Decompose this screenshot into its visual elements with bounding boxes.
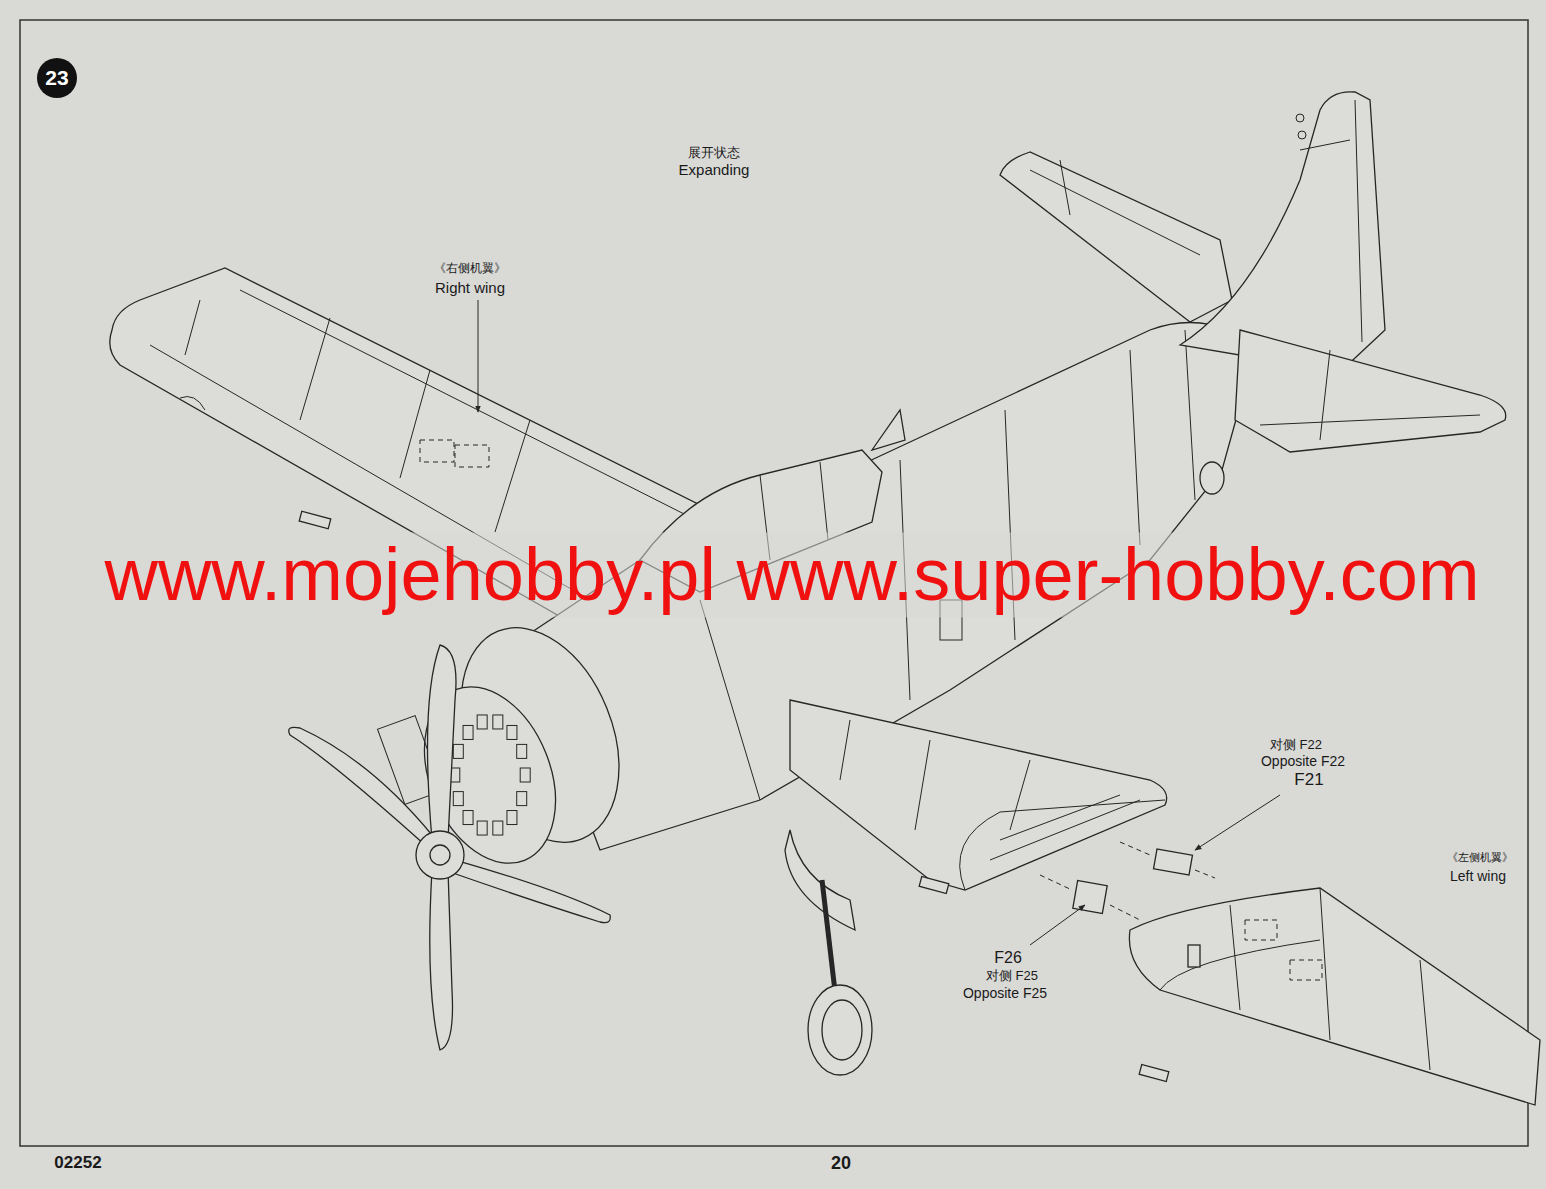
engine-cylinder	[463, 725, 473, 739]
gear-door	[785, 830, 855, 930]
access-panel	[1290, 960, 1322, 980]
part-label: Opposite F25	[963, 985, 1047, 1001]
engine-cylinder	[517, 744, 527, 758]
propeller-hub	[430, 845, 450, 865]
assembly-line	[1040, 842, 1215, 920]
engine-cylinder	[477, 821, 487, 835]
propeller-blade	[289, 727, 432, 845]
part-label: F21	[1294, 770, 1323, 790]
cowl-opening	[400, 667, 580, 883]
engine-cylinder	[517, 792, 527, 806]
step-number-text: 23	[45, 66, 68, 90]
engine-cylinder	[493, 821, 503, 835]
wing-fold-detail	[840, 720, 1165, 890]
part-label: Right wing	[435, 279, 505, 296]
part-label: 《左侧机翼》	[1447, 851, 1513, 864]
part-label: 《右侧机翼》	[434, 262, 506, 276]
main-wheel	[822, 1000, 862, 1060]
gun-barrel	[1139, 1065, 1169, 1082]
fin-light	[1296, 114, 1304, 122]
leader-line	[478, 300, 479, 412]
propeller-blade	[430, 870, 453, 1050]
part-label: F26	[994, 949, 1022, 967]
engine-cylinder	[453, 744, 463, 758]
vertical-fin	[1180, 92, 1385, 372]
wing-stub	[790, 700, 1167, 890]
panel-line	[1160, 888, 1430, 1070]
panel-line	[1260, 350, 1480, 440]
propeller-blade	[428, 645, 457, 840]
gear-strut	[822, 880, 836, 1000]
leader-line	[1030, 905, 1085, 945]
gun-barrel	[299, 511, 331, 528]
step-number: 23	[37, 58, 77, 98]
panel-line	[1030, 160, 1200, 255]
left-wing	[1129, 888, 1540, 1105]
watermark: www.mojehobby.pl www.super-hobby.com	[104, 532, 1479, 617]
part-label: 对侧 F25	[986, 969, 1038, 984]
part-label: Opposite F22	[1261, 753, 1345, 769]
access-panel	[455, 445, 489, 467]
access-panel	[420, 440, 454, 462]
engine-cylinder	[463, 811, 473, 825]
stabilizer	[1000, 152, 1232, 322]
engine-cylinder	[493, 715, 503, 729]
page-number: 20	[831, 1153, 851, 1174]
engine-cylinder	[477, 715, 487, 729]
leader-line	[1195, 795, 1280, 850]
wing-fitting	[1188, 945, 1200, 967]
engine-cylinder	[507, 811, 517, 825]
tail-wheel	[1200, 462, 1224, 494]
access-panel	[1245, 920, 1277, 940]
stabilizer	[1235, 330, 1506, 452]
engine-cylinder	[453, 792, 463, 806]
gun-barrel	[919, 877, 949, 894]
main-wheel	[808, 985, 872, 1075]
part-label: Expanding	[679, 161, 750, 178]
part-label: Left wing	[1450, 868, 1506, 884]
antenna	[872, 410, 905, 450]
part-f26	[1073, 881, 1107, 914]
engine-cylinder	[507, 725, 517, 739]
part-label: 对侧 F22	[1270, 738, 1322, 753]
kit-number: 02252	[54, 1153, 101, 1173]
propeller-hub	[416, 831, 464, 879]
fin-light	[1298, 131, 1306, 139]
engine-cylinder	[520, 768, 530, 782]
panel-line	[1300, 100, 1362, 342]
propeller-blade	[450, 860, 610, 923]
part-f21	[1154, 849, 1193, 875]
part-label: 展开状态	[688, 146, 740, 161]
